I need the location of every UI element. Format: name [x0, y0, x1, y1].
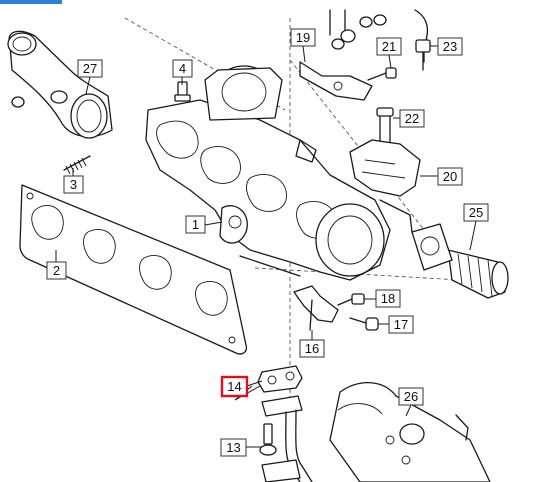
part-17-bolt	[349, 317, 379, 331]
part-19-bracket	[299, 61, 373, 101]
callout-16: 16	[299, 330, 325, 358]
callouts: 1 2 3 4 13 14 16	[46, 28, 489, 457]
svg-text:19: 19	[296, 30, 310, 45]
part-25-flex-pipe	[379, 199, 509, 299]
svg-text:22: 22	[405, 111, 419, 126]
part-20-heat-shield	[349, 139, 421, 197]
callout-20: 20	[420, 167, 463, 186]
svg-text:1: 1	[192, 217, 199, 232]
svg-text:23: 23	[443, 39, 457, 54]
part-27-elbow-pipe	[7, 30, 113, 139]
part-18-bolt	[337, 293, 365, 306]
part-4-stud	[174, 81, 191, 102]
svg-text:16: 16	[305, 341, 319, 356]
callout-22: 22	[393, 109, 425, 128]
callout-2: 2	[46, 250, 67, 280]
svg-text:21: 21	[382, 39, 396, 54]
svg-text:26: 26	[404, 389, 418, 404]
oil-return-line	[261, 395, 313, 482]
callout-17: 17	[378, 315, 414, 334]
callout-25: 25	[463, 203, 489, 251]
callout-21: 21	[376, 37, 402, 69]
svg-text:17: 17	[394, 317, 408, 332]
part-22-bolt	[376, 107, 394, 149]
svg-text:4: 4	[179, 61, 186, 76]
svg-text:13: 13	[226, 440, 240, 455]
svg-text:18: 18	[381, 291, 395, 306]
part-14-flange	[257, 365, 303, 393]
part-13-bolt	[259, 423, 277, 456]
part-3-stud	[63, 155, 91, 175]
svg-text:2: 2	[53, 263, 60, 278]
svg-text:20: 20	[443, 169, 457, 184]
part-2-gasket	[19, 184, 248, 355]
callout-19: 19	[290, 28, 316, 63]
svg-text:25: 25	[469, 205, 483, 220]
callout-27: 27	[77, 59, 103, 95]
callout-1: 1	[185, 215, 223, 234]
part-23-fitting	[415, 39, 431, 71]
part-16-bracket	[293, 285, 339, 331]
top-fittings	[329, 9, 429, 63]
svg-text:3: 3	[70, 177, 77, 192]
callout-23: 23	[430, 37, 463, 56]
part-21-bolt	[367, 67, 397, 81]
callout-3: 3	[63, 168, 84, 194]
callout-26: 26	[398, 387, 424, 417]
callout-14: 14	[220, 375, 263, 398]
callout-18: 18	[364, 289, 401, 308]
callout-4: 4	[172, 59, 193, 85]
part-1-manifold-turbo	[145, 65, 391, 281]
part-26-converter	[329, 381, 491, 482]
svg-text:14: 14	[227, 379, 241, 394]
callout-13: 13	[220, 438, 262, 457]
svg-text:27: 27	[83, 61, 97, 76]
corner-tab	[0, 0, 62, 4]
